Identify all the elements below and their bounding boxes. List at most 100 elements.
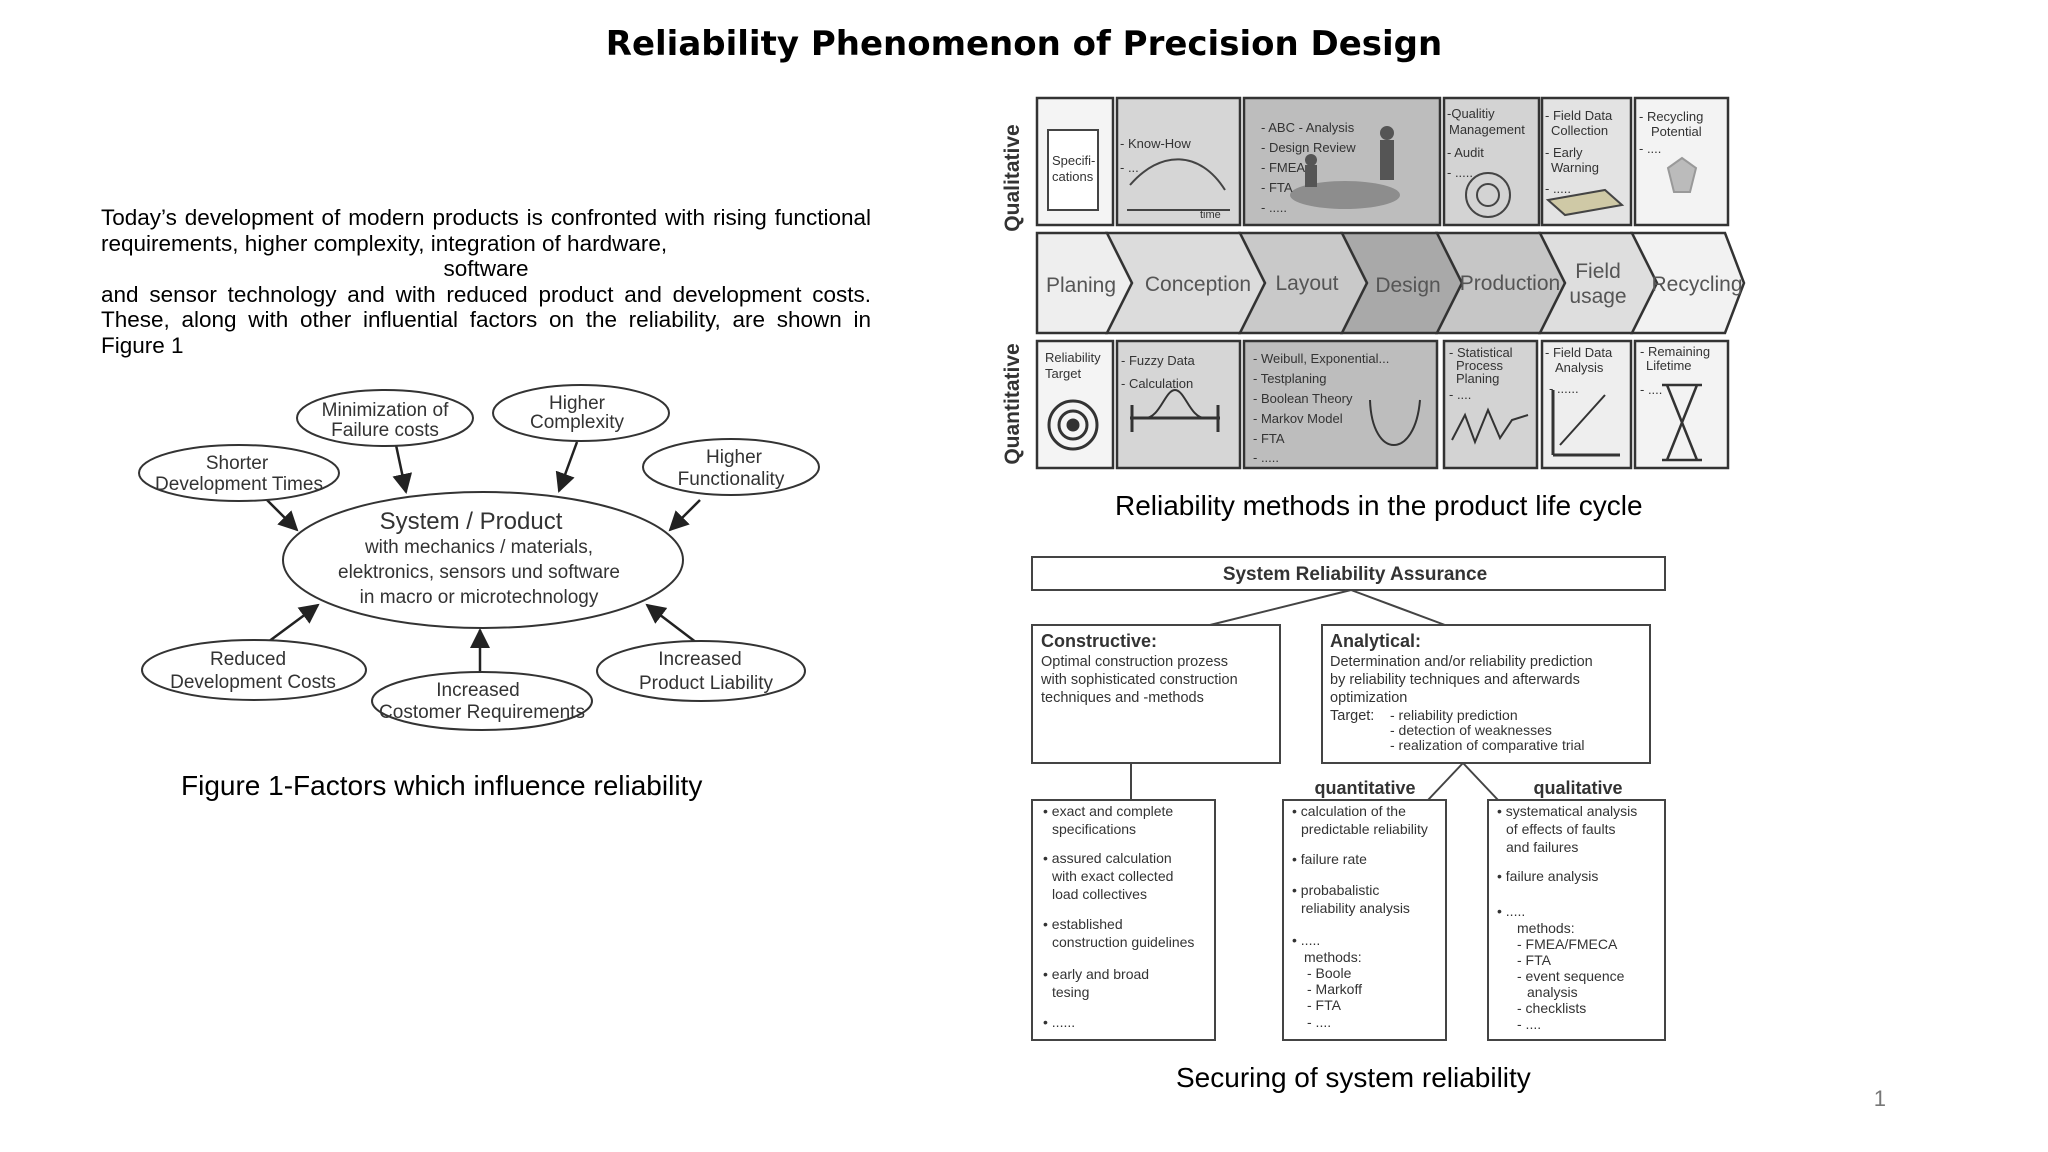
constructive-line: Optimal construction prozess [1041, 654, 1228, 670]
col1-line: • ...... [1043, 1014, 1075, 1030]
intro-line-2: software [443, 256, 529, 281]
col3-line: of effects of faults [1506, 821, 1615, 837]
col1-line: load collectives [1052, 886, 1147, 902]
box-text: - Markov Model [1253, 411, 1343, 426]
box-text: - FMEA [1261, 160, 1305, 175]
box-text: Specifi- [1052, 153, 1095, 168]
factor-label: Higher [549, 393, 606, 414]
quantitative-box [1242, 339, 1439, 470]
intro-line-3: and sensor technology and with reduced p… [101, 281, 871, 358]
assurance-caption: Securing of system reliability [1176, 1062, 1531, 1093]
phase-label: Recycling [1651, 273, 1742, 296]
qualitative-box [1442, 96, 1541, 227]
col2-box [1282, 799, 1447, 1041]
analytical-target-label: Target: [1330, 708, 1374, 724]
analytical-line: by reliability techniques and afterwards [1330, 672, 1580, 688]
recycle-icon [1666, 156, 1698, 193]
meeting-icon [1290, 126, 1400, 209]
phase-label: Conception [1145, 273, 1251, 296]
box-text: - Design Review [1261, 140, 1356, 155]
col2-line: - .... [1307, 1014, 1331, 1030]
slide-title: Reliability Phenomenon of Precision Desi… [605, 24, 1443, 64]
target-ring-icon [1465, 172, 1511, 218]
factor-label: Minimization of [322, 400, 449, 421]
col3-line: and failures [1506, 839, 1578, 855]
qualitative-box [1115, 96, 1242, 227]
box-text: - Calculation [1121, 376, 1193, 391]
target-icon [1047, 399, 1099, 451]
box-text: - Testplaning [1253, 371, 1326, 386]
box-text: Management [1449, 122, 1525, 137]
factor-label: Functionality [678, 469, 785, 490]
quantitative-box [1540, 339, 1633, 470]
phase-chevron [1629, 231, 1746, 335]
box-text: Analysis [1555, 360, 1604, 375]
analytical-target: - realization of comparative trial [1390, 737, 1585, 753]
box-text: time [1200, 209, 1221, 221]
box-text: Warning [1551, 160, 1599, 175]
box-text: - Audit [1447, 145, 1484, 160]
col3-line: - FMEA/FMECA [1517, 936, 1618, 952]
box-text: - ..... [1253, 450, 1279, 465]
box-text: Lifetime [1646, 358, 1692, 373]
center-line: elektronics, sensors und software [338, 562, 620, 583]
analytical-box [1321, 624, 1651, 764]
col2-line: • probabalistic [1292, 882, 1379, 898]
col3-line: • ..... [1497, 903, 1525, 919]
figure1-caption: Figure 1-Factors which influence reliabi… [181, 770, 703, 801]
col2-line: - Markoff [1307, 981, 1362, 997]
map-icon [1545, 188, 1625, 217]
box-text: - .... [1449, 387, 1471, 402]
box-text: - Statistical [1449, 345, 1513, 360]
tolerance-icon [1130, 388, 1220, 432]
factor-ellipse [138, 444, 340, 502]
col3-line: methods: [1517, 920, 1575, 936]
lifecycle-caption: Reliability methods in the product life … [1115, 490, 1643, 521]
box-text: - ..... [1545, 181, 1571, 196]
factor-label: Failure costs [331, 420, 439, 441]
col3-line: • failure analysis [1497, 868, 1598, 884]
scatter-plot-icon [1551, 390, 1620, 457]
col1-line: construction guidelines [1052, 934, 1194, 950]
center-ellipse [282, 491, 684, 629]
factor-ellipse [141, 639, 367, 701]
qualitative-label: qualitative [1533, 778, 1622, 798]
col2-line: • failure rate [1292, 851, 1367, 867]
col2-line: reliability analysis [1301, 900, 1410, 916]
col1-line: • established [1043, 916, 1123, 932]
col3-line: analysis [1527, 984, 1578, 1000]
col1-line: with exact collected [1051, 868, 1173, 884]
col1-line: • assured calculation [1043, 850, 1172, 866]
bathtub-curve-icon [1369, 399, 1421, 446]
hourglass-icon [1662, 383, 1702, 462]
box-text: - Recycling [1639, 109, 1703, 124]
box-text: -Qualitiy [1447, 106, 1495, 121]
col3-line: - checklists [1517, 1000, 1586, 1016]
quantitative-box [1115, 339, 1242, 470]
analytical-title: Analytical: [1330, 631, 1421, 651]
factor-label: Increased [436, 680, 519, 701]
phase-label: Planing [1046, 274, 1116, 297]
box-text: - Fuzzy Data [1121, 353, 1195, 368]
factor-label: Higher [706, 447, 763, 468]
analytical-target: - reliability prediction [1390, 707, 1518, 723]
qualitative-axis-label: Qualitative [1001, 124, 1024, 231]
quantitative-label: quantitative [1314, 778, 1415, 798]
box-text: Target [1045, 366, 1082, 381]
col1-box [1031, 799, 1216, 1041]
box-text: - Early [1545, 145, 1583, 160]
box-text: - ..... [1447, 165, 1473, 180]
col3-line: - FTA [1517, 952, 1552, 968]
factor-label: Development Times [155, 474, 323, 495]
phase-label: Design [1375, 274, 1440, 297]
intro-line-1: Today’s development of modern products i… [101, 205, 871, 256]
factor-label: Product Liability [639, 673, 774, 694]
constructive-line: with sophisticated construction [1040, 672, 1238, 688]
col2-line: - Boole [1307, 965, 1352, 981]
box-text: - Remaining [1640, 344, 1710, 359]
box-text: - FTA [1253, 431, 1285, 446]
constructive-title: Constructive: [1041, 631, 1157, 651]
